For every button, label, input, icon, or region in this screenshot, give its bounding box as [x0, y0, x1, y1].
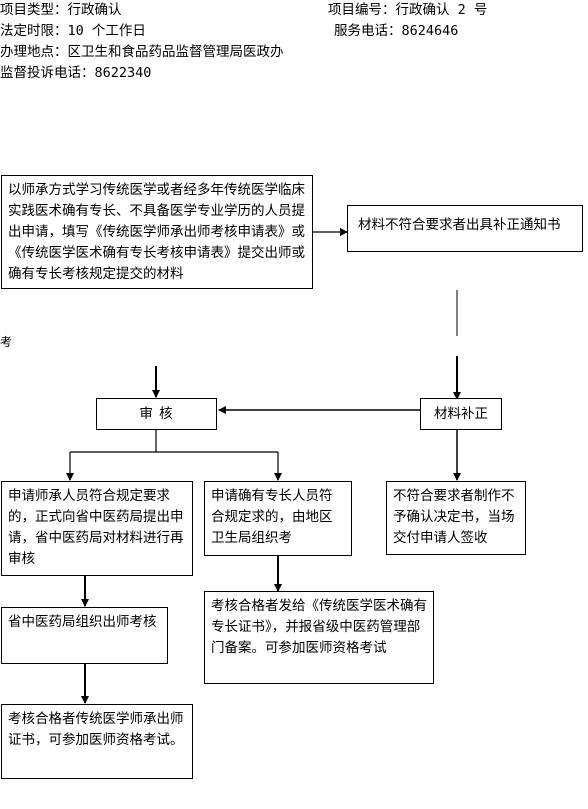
- complaint-phone: 监督投诉电话：8622340: [0, 65, 152, 81]
- specialty-cert-box: 考核合格者发给《传统医学医术确有专长证书》，并报省级中医药管理部门备案。可参加医…: [204, 591, 434, 684]
- apply-box: 以师承方式学习传统医学或者经多年传统医学临床实践医术确有专长、不具备医学专业学历…: [1, 175, 313, 289]
- service-phone: 服务电话：8624646: [334, 23, 459, 39]
- project-number: 项目编号：行政确认 2 号: [328, 2, 488, 18]
- specialty-apply-box: 申请确有专长人员符合规定求的，由地区卫生局组织考: [204, 481, 352, 556]
- mentor-apply-box: 申请师承人员符合规定要求的，正式向省中医药局提出申请，省中医药局对材料进行再审核: [1, 481, 193, 576]
- project-type: 项目类型：行政确认: [0, 2, 122, 18]
- time-limit: 法定时限：10 个工作日: [0, 23, 146, 39]
- review-box: 审 核: [96, 398, 217, 430]
- side-label: 考: [0, 335, 13, 349]
- correction-notice-box: 材料不符合要求者出具补正通知书: [347, 205, 583, 252]
- mentor-exam-box: 省中医药局组织出师考核: [1, 607, 168, 664]
- supplement-box: 材料补正: [420, 398, 502, 430]
- mentor-cert-box: 考核合格者传统医学师承出师证书，可参加医师资格考试。: [1, 704, 193, 779]
- office-location: 办理地点：区卫生和食品药品监督管理局医政办: [0, 44, 284, 60]
- reject-decision-box: 不符合要求者制作不予确认决定书，当场交付申请人签收: [386, 481, 526, 555]
